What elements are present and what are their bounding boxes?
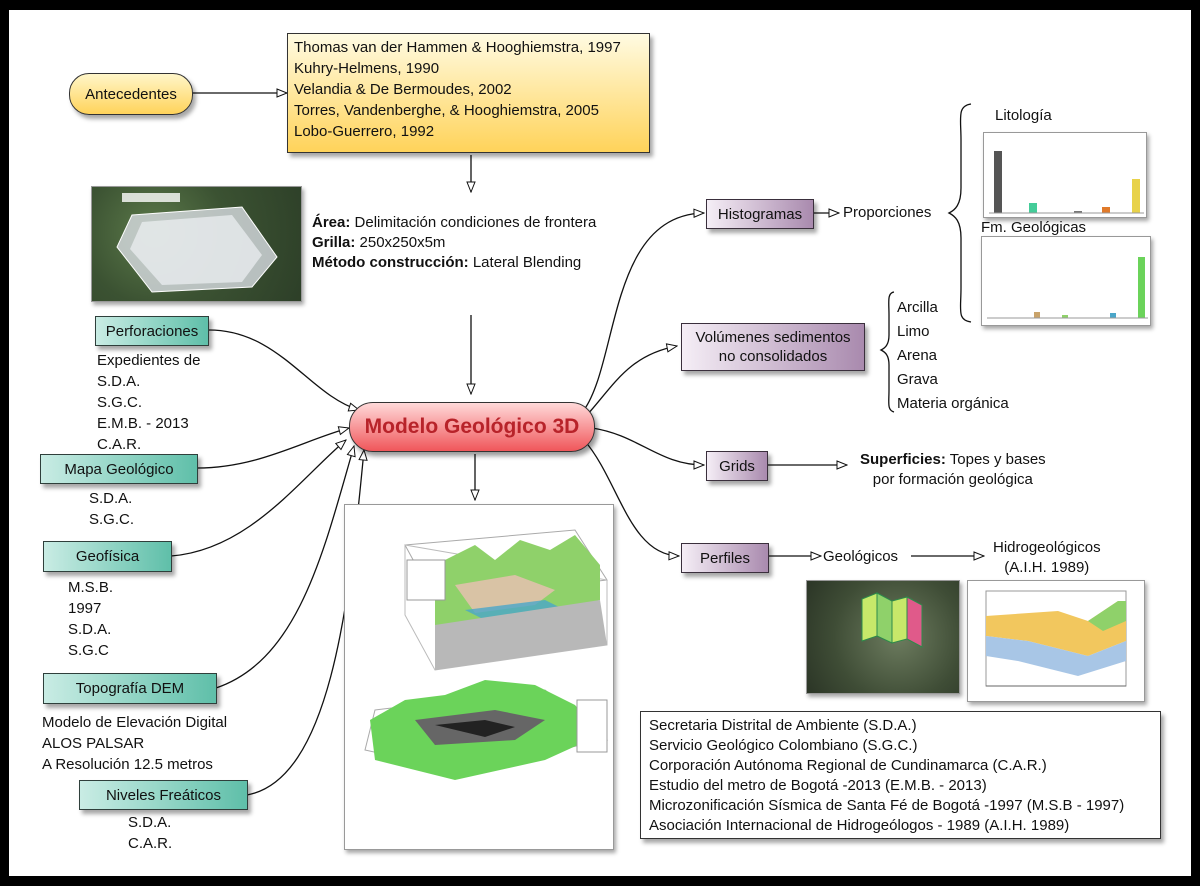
area-line: Área: Delimitación condiciones de fronte…: [312, 213, 596, 233]
litologia-histogram: [983, 132, 1147, 218]
hidrogeologicos-line2: (A.I.H. 1989): [1004, 559, 1090, 576]
mapa-geologico-items: S.D.A. S.G.C.: [89, 488, 134, 530]
source-item: Modelo de Elevación Digital: [42, 714, 228, 731]
hydrogeologic-profile: [967, 580, 1145, 702]
reference-item: Thomas van der Hammen & Hooghiemstra, 19…: [294, 39, 621, 56]
formaciones-histogram: [981, 236, 1151, 326]
source-item: C.A.R.: [97, 436, 142, 453]
niveles-freaticos-items: S.D.A. C.A.R.: [128, 812, 172, 854]
grid-key: Grilla:: [312, 234, 356, 251]
source-item: C.A.R.: [128, 835, 173, 852]
legend-item: Estudio del metro de Bogotá -2013 (E.M.B…: [649, 777, 987, 794]
perfiles-node: Perfiles: [681, 543, 769, 573]
volumenes-label-line2: no consolidados: [718, 348, 828, 365]
reference-item: Torres, Vandenberghe, & Hooghiemstra, 20…: [294, 102, 599, 119]
litologia-histogram-graphic: [989, 151, 1144, 214]
histogramas-node: Histogramas: [706, 199, 814, 229]
source-item: S.D.A.: [128, 814, 172, 831]
niveles-freaticos-node: Niveles Freáticos: [79, 780, 248, 810]
source-item: ALOS PALSAR: [42, 735, 145, 752]
topografia-items: Modelo de Elevación Digital ALOS PALSAR …: [42, 712, 227, 775]
sediment-item: Materia orgánica: [897, 395, 1009, 412]
reference-item: Velandia & De Bermoudes, 2002: [294, 81, 512, 98]
geofisica-node: Geofísica: [43, 541, 172, 572]
source-item: S.D.A.: [68, 621, 112, 638]
mapa-geologico-label: Mapa Geológico: [64, 460, 174, 478]
source-item: S.D.A.: [97, 373, 141, 390]
geofisica-label: Geofísica: [75, 548, 140, 565]
topografia-node: Topografía DEM: [43, 673, 217, 704]
perforaciones-items: Expedientes de S.D.A. S.G.C. E.M.B. - 20…: [97, 350, 200, 455]
reference-item: Kuhry-Helmens, 1990: [294, 60, 440, 77]
center-label: Modelo Geológico 3D: [364, 415, 580, 438]
source-item: S.G.C.: [89, 511, 135, 528]
sediment-types: Arcilla Limo Arena Grava Materia orgánic…: [897, 296, 1009, 416]
geologicos-label: Geológicos: [823, 548, 899, 565]
source-item: A Resolución 12.5 metros: [42, 756, 213, 773]
reference-item: Lobo-Guerrero, 1992: [294, 123, 435, 140]
formaciones-histogram-graphic: [987, 257, 1148, 319]
source-item: S.G.C.: [97, 394, 143, 411]
center-node: Modelo Geológico 3D: [349, 402, 595, 452]
source-item: Expedientes de: [97, 352, 201, 369]
formaciones-label: Fm. Geológicas: [981, 219, 1087, 236]
3d-model-graphic: [364, 529, 609, 780]
hidrogeologicos-line1: Hidrogeológicos: [993, 539, 1101, 556]
area-value: Delimitación condiciones de frontera: [350, 214, 597, 231]
grids-label: Grids: [719, 457, 755, 475]
terrain-mesh-graphic: [116, 193, 278, 293]
litologia-label: Litología: [995, 107, 1052, 124]
superficies-text: Superficies: Topes y bases por formación…: [860, 450, 1046, 490]
method-line: Método construcción: Lateral Blending: [312, 253, 596, 273]
diagram-canvas: Antecedentes Thomas van der Hammen & Hoo…: [9, 10, 1191, 876]
source-item: S.D.A.: [89, 490, 133, 507]
sediment-item: Arena: [897, 347, 938, 364]
volumenes-node: Volúmenes sedimentos no consolidados: [681, 323, 865, 371]
antecedentes-label: Antecedentes: [85, 85, 177, 103]
superficies-line2: por formación geológica: [872, 471, 1033, 488]
legend-item: Corporación Autónoma Regional de Cundina…: [649, 757, 1047, 774]
sediment-item: Limo: [897, 323, 930, 340]
grid-line: Grilla: 250x250x5m: [312, 233, 596, 253]
method-value: Lateral Blending: [468, 254, 582, 271]
references-box: Thomas van der Hammen & Hooghiemstra, 19…: [287, 33, 650, 153]
source-item: E.M.B. - 2013: [97, 415, 189, 432]
volumenes-label-line1: Volúmenes sedimentos: [695, 329, 851, 346]
superficies-key: Superficies:: [860, 451, 946, 468]
model-parameters: Área: Delimitación condiciones de fronte…: [312, 213, 596, 273]
source-item: 1997: [68, 600, 102, 617]
grids-node: Grids: [706, 451, 768, 481]
legend-item: Microzonificación Sísmica de Santa Fé de…: [649, 797, 1125, 814]
source-item: M.S.B.: [68, 579, 114, 596]
superficies-value: Topes y bases: [945, 451, 1046, 468]
3d-model-figure: [344, 504, 614, 850]
mapa-geologico-node: Mapa Geológico: [40, 454, 198, 484]
proporciones-label: Proporciones: [843, 204, 932, 221]
method-key: Método construcción:: [312, 254, 469, 271]
sediment-item: Grava: [897, 371, 938, 388]
geologic-profiles-satellite: [806, 580, 960, 694]
niveles-freaticos-label: Niveles Freáticos: [105, 786, 222, 804]
geologic-profiles-graphic: [861, 592, 923, 648]
legend-item: Asociación Internacional de Hidrogeólogo…: [649, 817, 1070, 834]
perfiles-label: Perfiles: [699, 549, 751, 567]
histogramas-label: Histogramas: [717, 205, 803, 223]
abbreviations-legend: Secretaria Distrital de Ambiente (S.D.A.…: [640, 711, 1161, 839]
area-key: Área:: [312, 214, 351, 231]
sediment-item: Arcilla: [897, 299, 938, 316]
hidrogeologicos-label: Hidrogeológicos (A.I.H. 1989): [993, 538, 1101, 578]
legend-item: Servicio Geológico Colombiano (S.G.C.): [649, 737, 918, 754]
perforaciones-node: Perforaciones: [95, 316, 209, 346]
topografia-label: Topografía DEM: [75, 680, 185, 697]
perforaciones-label: Perforaciones: [105, 322, 199, 340]
antecedentes-node: Antecedentes: [69, 73, 193, 115]
source-item: S.G.C: [68, 642, 109, 659]
hydrogeologic-profile-graphic: [985, 590, 1127, 687]
superficies-line1: Superficies: Topes y bases: [860, 450, 1046, 470]
geofisica-items: M.S.B. 1997 S.D.A. S.G.C: [68, 577, 113, 661]
connector-lines: [170, 10, 1191, 796]
terrain-mesh-thumbnail: [91, 186, 302, 302]
legend-item: Secretaria Distrital de Ambiente (S.D.A.…: [649, 717, 917, 734]
grid-value: 250x250x5m: [355, 234, 446, 251]
